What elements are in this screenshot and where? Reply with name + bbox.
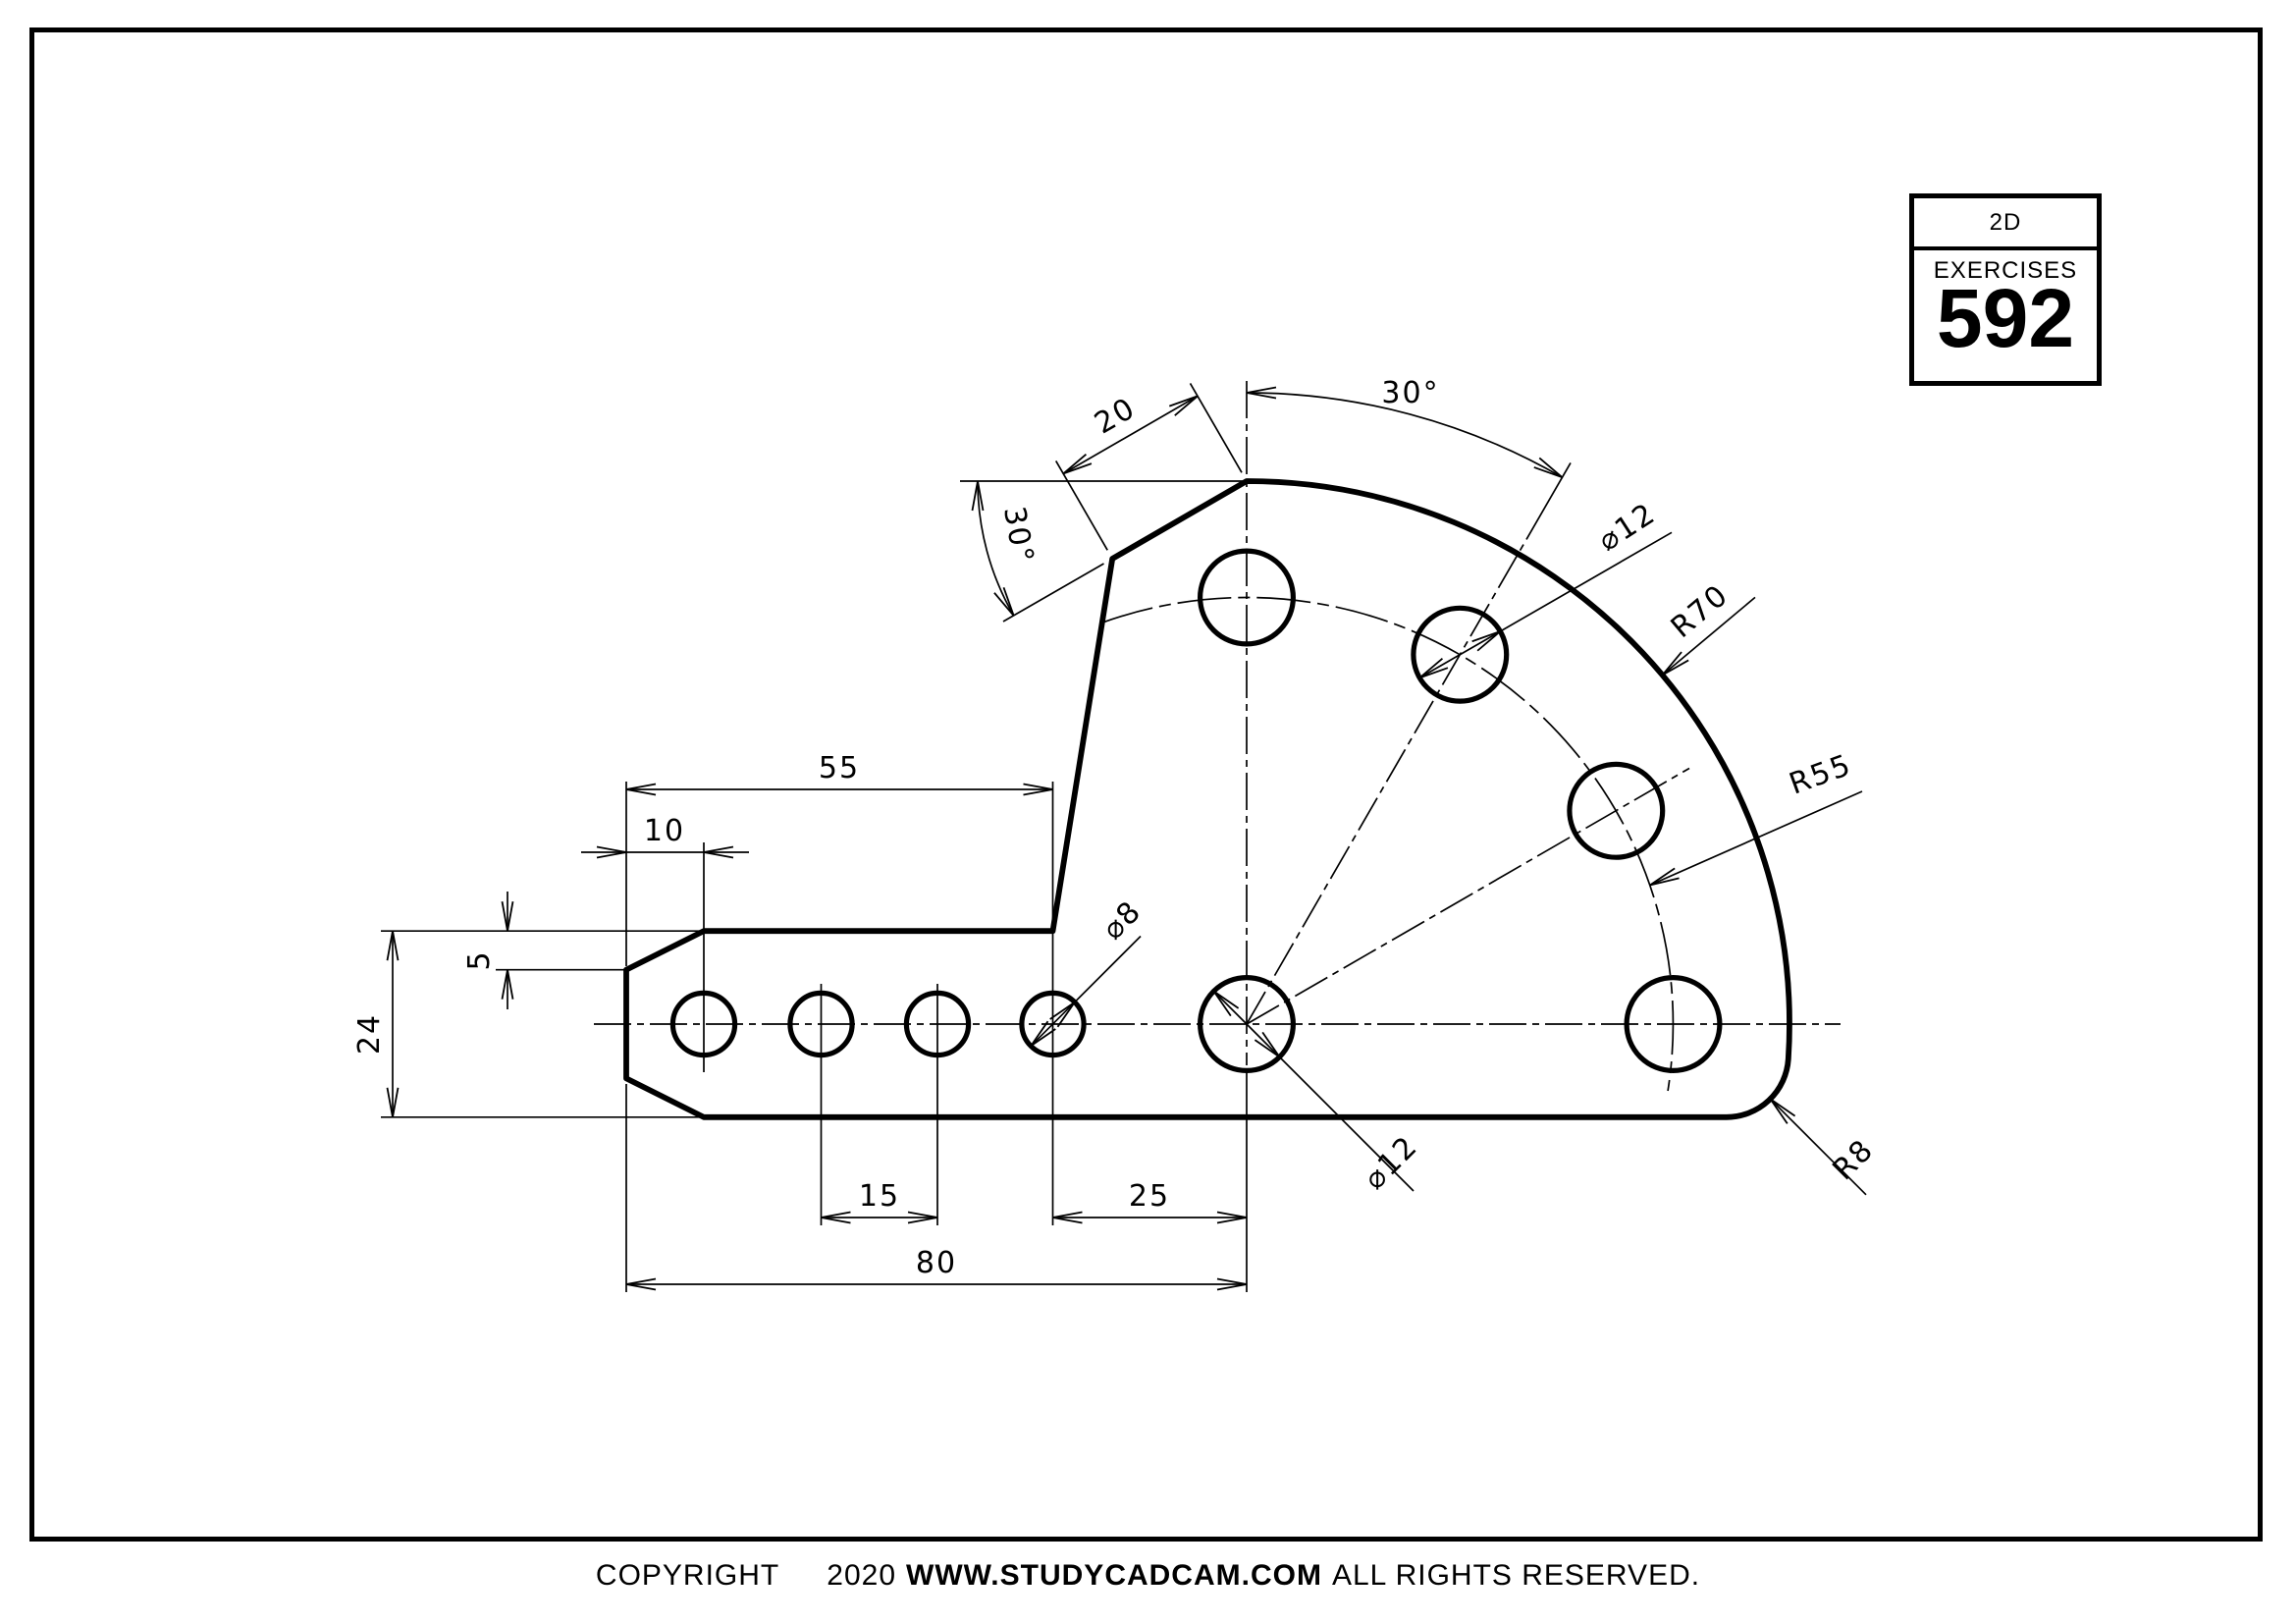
dim-55-label: 55	[819, 751, 860, 785]
leader-lines	[1030, 531, 1867, 1196]
bolt-circle-arc	[1100, 596, 1675, 1092]
title-box: 2D EXERCISES 592	[1909, 193, 2102, 386]
drawing-border	[29, 27, 2263, 1542]
exercise-number: 592	[1936, 272, 2075, 364]
exercise-header: 2D EXERCISES	[1914, 198, 2097, 284]
leader-dia12-top-ext	[1499, 531, 1673, 632]
leader-dia8-ext	[1074, 935, 1142, 1003]
copyright-text: COPYRIGHT 2020 WWW.STUDYCADCAM.COM ALL RIGH…	[0, 1559, 2296, 1593]
dim-arc-30-top	[1246, 386, 1564, 479]
copyright-rights: ALL RIGHTS RESERVED.	[1331, 1559, 1701, 1592]
dim-80-label: 80	[916, 1246, 957, 1280]
dim-arc-30-left	[971, 480, 1015, 617]
dim-5-label: 5	[462, 949, 497, 970]
bolt-hole-30deg	[1411, 605, 1510, 704]
dim-line-20	[1062, 395, 1199, 475]
copyright-label: COPYRIGHT	[595, 1559, 780, 1592]
copyright-website: WWW.STUDYCADCAM.COM	[906, 1559, 1322, 1592]
leader-r8	[1769, 1098, 1867, 1196]
dim-10-label: 10	[644, 814, 685, 848]
bolt-hole-60deg	[1567, 761, 1666, 860]
dimension-lines	[386, 386, 1564, 1291]
dim-25-label: 25	[1129, 1179, 1170, 1214]
angle-top-label: 30°	[1381, 376, 1439, 410]
leader-dia8-arrows	[1030, 1001, 1076, 1048]
leader-r55	[1649, 790, 1863, 887]
dim-15-label: 15	[859, 1179, 900, 1214]
copyright-year: 2020	[827, 1559, 897, 1592]
leader-r70	[1661, 596, 1756, 677]
dim-24-label: 24	[352, 1013, 387, 1055]
leader-dia12-center-arrows	[1212, 990, 1281, 1058]
leader-dia12-center-ext	[1278, 1056, 1415, 1192]
leader-dia12-top-arrows	[1418, 630, 1501, 679]
part-outline	[623, 478, 1792, 1120]
part-outline-path	[623, 478, 1792, 1120]
radial-30deg-centerline	[1246, 538, 1527, 1025]
